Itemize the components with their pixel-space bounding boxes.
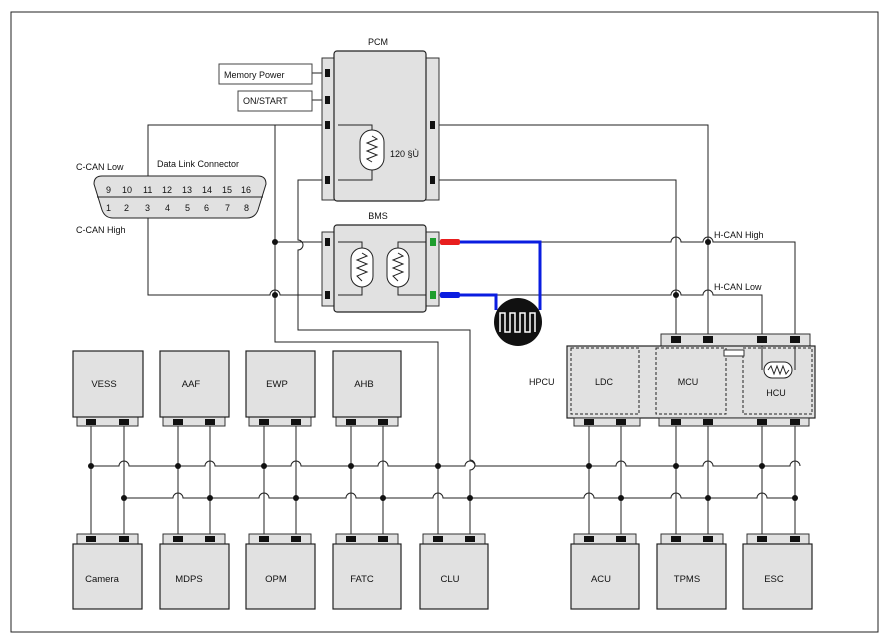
frame xyxy=(10,11,879,633)
svg-text:5: 5 xyxy=(185,203,190,213)
svg-text:6: 6 xyxy=(204,203,209,213)
h-can-low-label: H-CAN Low xyxy=(714,282,762,292)
svg-text:16: 16 xyxy=(241,185,251,195)
module-fatc: FATC xyxy=(332,533,402,610)
dlc-bottom-pins: 1 2 3 4 5 6 7 8 xyxy=(106,203,249,213)
h-can-high-label: H-CAN High xyxy=(714,230,764,240)
svg-text:1: 1 xyxy=(106,203,111,213)
acu-label: ACU xyxy=(591,574,611,585)
svg-text:8: 8 xyxy=(244,203,249,213)
ldc-label: LDC xyxy=(595,377,614,387)
bms-title: BMS xyxy=(368,211,388,221)
module-aaf: AAF xyxy=(159,350,230,427)
wiring xyxy=(90,72,801,534)
oscilloscope-icon xyxy=(494,298,542,346)
hpcu-title: HPCU xyxy=(529,377,555,387)
bms-resistor-left-icon xyxy=(350,247,374,288)
module-vess: VESS xyxy=(72,350,144,427)
aaf-label: AAF xyxy=(182,379,201,390)
module-opm: OPM xyxy=(245,533,316,610)
fatc-label: FATC xyxy=(350,574,374,585)
ahb-label: AHB xyxy=(354,379,374,390)
module-ewp: EWP xyxy=(245,350,316,427)
wire-dlc-can-low xyxy=(147,213,330,296)
svg-text:11: 11 xyxy=(143,185,152,195)
svg-text:7: 7 xyxy=(225,203,230,213)
module-ahb: AHB xyxy=(332,350,402,427)
bus-low xyxy=(124,492,795,499)
svg-text:14: 14 xyxy=(202,185,212,195)
pcm-termination-resistor-icon xyxy=(359,129,385,171)
pcm-input-memory-power: Memory Power xyxy=(218,63,313,85)
bms-module: BMS xyxy=(321,211,440,313)
module-mdps: MDPS xyxy=(159,533,230,610)
svg-text:4: 4 xyxy=(165,203,170,213)
ewp-label: EWP xyxy=(266,379,288,390)
vess-label: VESS xyxy=(91,379,116,390)
pcm-input-on-start: ON/START xyxy=(237,90,313,112)
module-acu: ACU xyxy=(570,533,640,610)
wire-hcan-high xyxy=(430,236,796,334)
mcu-label: MCU xyxy=(678,377,699,387)
wire-pcm-can-high xyxy=(147,124,330,180)
hcan-probe xyxy=(440,239,542,346)
module-tpms: TPMS xyxy=(656,533,727,610)
pcm-resistor-label: 120 §Ù xyxy=(390,149,419,159)
hpcu-module: HPCU LDC MCU HCU xyxy=(529,333,816,427)
hcu-label: HCU xyxy=(766,388,786,398)
c-can-high-label: C-CAN High xyxy=(76,225,126,235)
svg-text:12: 12 xyxy=(162,185,172,195)
data-link-connector: Data Link Connector C-CAN Low C-CAN High… xyxy=(76,159,267,235)
pcm-module: PCM 120 §Ù xyxy=(321,37,440,202)
camera-label: Camera xyxy=(85,574,120,585)
wire-pcm-mcu-low xyxy=(430,179,677,334)
on-start-label: ON/START xyxy=(243,96,288,106)
module-clu: CLU xyxy=(419,533,489,610)
pcm-title: PCM xyxy=(368,37,388,47)
svg-text:13: 13 xyxy=(182,185,192,195)
module-camera: Camera xyxy=(72,533,143,610)
svg-text:2: 2 xyxy=(124,203,129,213)
memory-power-label: Memory Power xyxy=(224,70,285,80)
dlc-title: Data Link Connector xyxy=(157,159,239,169)
tpms-label: TPMS xyxy=(674,574,700,585)
wire-pcm-to-bus-high xyxy=(274,125,439,534)
clu-label: CLU xyxy=(440,574,459,585)
mdps-label: MDPS xyxy=(175,574,202,585)
module-esc: ESC xyxy=(742,533,813,610)
junction-dots xyxy=(88,177,798,501)
svg-text:9: 9 xyxy=(106,185,111,195)
svg-text:3: 3 xyxy=(145,203,150,213)
bus-high xyxy=(91,460,801,467)
c-can-low-label: C-CAN Low xyxy=(76,162,124,172)
bms-resistor-right-icon xyxy=(386,247,410,288)
esc-label: ESC xyxy=(764,574,784,585)
wire-pcm-to-bus-low xyxy=(297,179,476,534)
wire-hcan-low xyxy=(430,289,763,334)
dlc-top-pins: 9 10 11 12 13 14 15 16 xyxy=(106,185,251,195)
opm-label: OPM xyxy=(265,574,287,585)
wire-pcm-mcu-high xyxy=(430,124,709,334)
svg-text:10: 10 xyxy=(122,185,132,195)
svg-text:15: 15 xyxy=(222,185,232,195)
